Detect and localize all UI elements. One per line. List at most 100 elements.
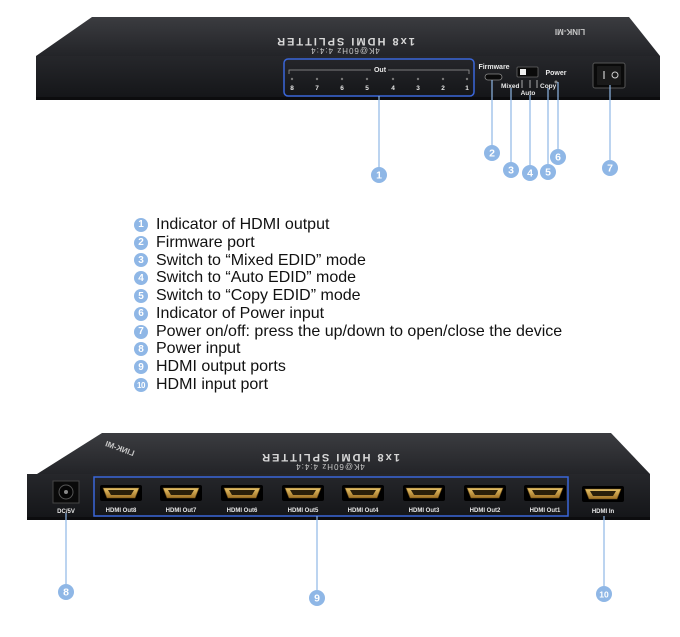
callout-number: 3 [508,165,514,177]
front-device-top [36,17,660,56]
output-led [340,77,344,81]
firmware-label: Firmware [478,64,509,71]
legend-text: Switch to “Mixed EDID” mode [156,251,366,269]
led-number: 3 [416,85,420,92]
legend-item: 1 Indicator of HDMI output [134,216,562,234]
callout-7: 7 [602,160,618,176]
front-model-subtitle: 4K@60Hz 4:4:4 [310,46,380,55]
legend-item: 7 Power on/off: press the up/down to open… [134,323,562,341]
hdmi-out-label: HDMI Out6 [227,508,258,514]
legend-item: 5 Switch to “Copy EDID” mode [134,287,562,305]
legend-text: Indicator of Power input [156,304,325,322]
hdmi-out-label: HDMI Out2 [470,508,501,514]
legend-item: 6 Indicator of Power input [134,305,562,323]
legend-item: 2 Firmware port [134,234,562,252]
hdmi-out-port: HDMI Out2 [464,485,506,514]
callout-number: 4 [527,168,533,180]
mixed-label: Mixed [501,83,519,90]
callout-3: 3 [503,162,519,178]
hdmi-out-port: HDMI Out1 [524,485,566,514]
hdmi-out-label: HDMI Out5 [288,508,319,514]
callout-6: 6 [550,149,566,165]
legend-item: 9 HDMI output ports [134,358,562,376]
copy-label: Copy [540,83,557,90]
hdmi-out-label: HDMI Out4 [348,508,379,514]
hdmi-out-port: HDMI Out7 [160,485,202,514]
hdmi-out-port: HDMI Out5 [282,485,324,514]
legend-text: HDMI input port [156,376,269,394]
front-view: 1x8 HDMI SPLITTER 4K@60Hz 4:4:4 LINK-MI … [36,17,660,100]
legend-list: 1 Indicator of HDMI output 2 Firmware port… [134,216,562,394]
output-led [391,77,395,81]
auto-label: Auto [521,90,536,97]
callout-8: 8 [58,584,74,600]
legend-text: Switch to “Auto EDID” mode [156,269,357,287]
callout-number: 8 [63,587,69,599]
output-led [290,77,294,81]
callout-4: 4 [522,165,538,181]
legend-number-badge: 2 [134,235,148,250]
legend-text: Switch to “Copy EDID” mode [156,287,361,305]
legend-text: Power on/off: press the up/down to open/… [156,322,563,340]
hdmi-out-label: HDMI Out8 [106,508,137,514]
back-callout-leaders [65,513,605,590]
legend-item: 3 Switch to “Mixed EDID” mode [134,252,562,270]
back-device-top [37,433,650,474]
output-led [465,77,469,81]
output-led [416,77,420,81]
out-group-label: Out [374,67,387,74]
callout-2: 2 [484,145,500,161]
callout-number: 5 [545,167,551,179]
callout-number: 2 [489,148,495,160]
hdmi-in-port: HDMI In [582,486,624,515]
legend-number-badge: 6 [134,306,148,321]
led-number: 1 [465,85,469,92]
legend-number-badge: 3 [134,253,148,268]
hdmi-in-label: HDMI In [592,509,615,515]
hdmi-out-port: HDMI Out4 [342,485,384,514]
firmware-port [484,73,503,81]
legend-number-badge: 9 [134,360,148,375]
callout-number: 10 [599,590,609,600]
legend-number-badge: 4 [134,271,148,286]
hdmi-out-label: HDMI Out3 [409,508,440,514]
hdmi-out-label: HDMI Out1 [530,508,561,514]
front-brand: LINK-MI [555,27,585,36]
hdmi-out-port: HDMI Out6 [221,485,263,514]
callout-number: 1 [376,170,382,182]
callout-number: 9 [314,593,320,605]
back-model-subtitle: 4K@60Hz 4:4:4 [295,462,365,471]
front-model-title: 1x8 HDMI SPLITTER [275,35,415,47]
callout-5: 5 [540,164,556,180]
led-number: 2 [441,85,445,92]
callout-9: 9 [309,590,325,606]
back-model-title: 1x8 HDMI SPLITTER [260,451,400,463]
legend-text: HDMI output ports [156,358,286,376]
legend-text: Firmware port [156,233,255,251]
callout-10: 10 [596,586,612,602]
legend-number-badge: 10 [134,378,148,393]
led-number: 7 [315,85,319,92]
legend-text: Power input [156,340,241,358]
power-indicator-led [554,80,558,84]
front-callout-leaders [378,80,611,168]
dc-label: DC/5V [57,509,75,515]
front-device-face [36,56,660,99]
hdmi-out-port: HDMI Out8 [100,485,142,514]
hdmi-out-port: HDMI Out3 [403,485,445,514]
legend-text: Indicator of HDMI output [156,215,330,233]
legend-number-badge: 5 [134,289,148,304]
legend-number-badge: 1 [134,217,148,232]
callout-1: 1 [371,167,387,183]
legend-number-badge: 7 [134,324,148,339]
output-ports-highlight-box [93,476,569,517]
led-number: 5 [365,85,369,92]
hdmi-out-label: HDMI Out7 [166,508,197,514]
back-view: 1x8 HDMI SPLITTER 4K@60Hz 4:4:4 LINK-MI … [27,433,650,520]
led-number: 8 [290,85,294,92]
output-led [315,77,319,81]
